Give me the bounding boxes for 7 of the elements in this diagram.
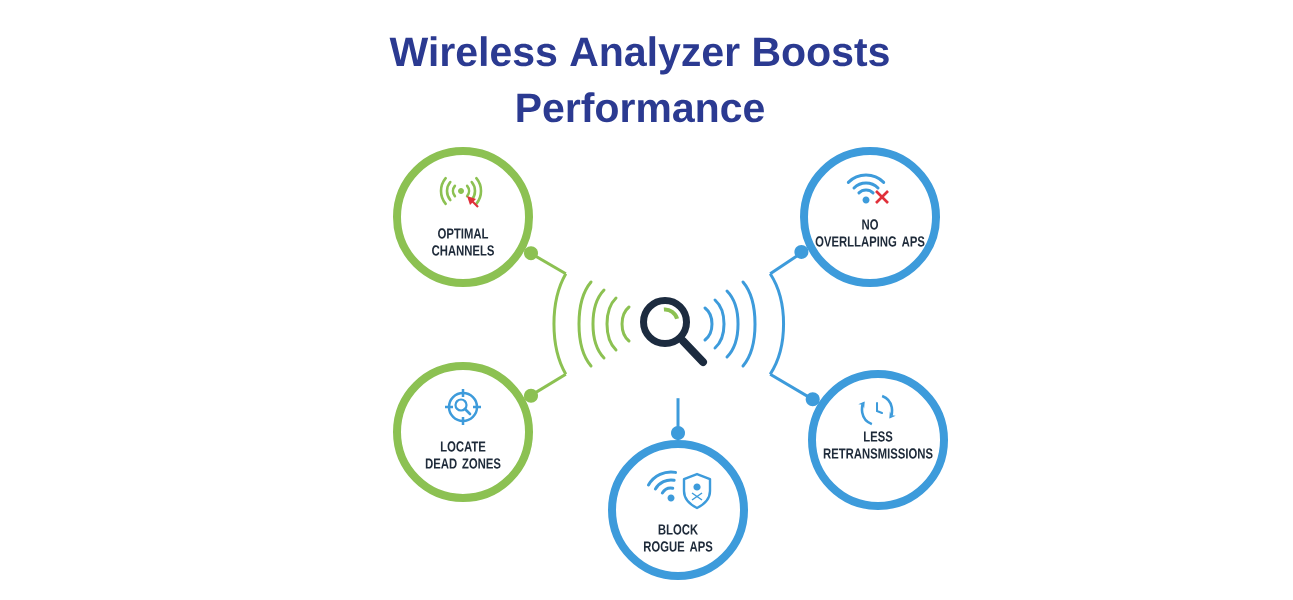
connector-line — [524, 246, 567, 276]
title: Wireless Analyzer Boosts Performance — [389, 36, 889, 123]
connector-line — [524, 372, 567, 403]
connector-line — [671, 398, 685, 440]
connector-line — [769, 244, 809, 276]
magnifier-signal-picture — [552, 273, 786, 375]
connector-line — [769, 372, 820, 407]
